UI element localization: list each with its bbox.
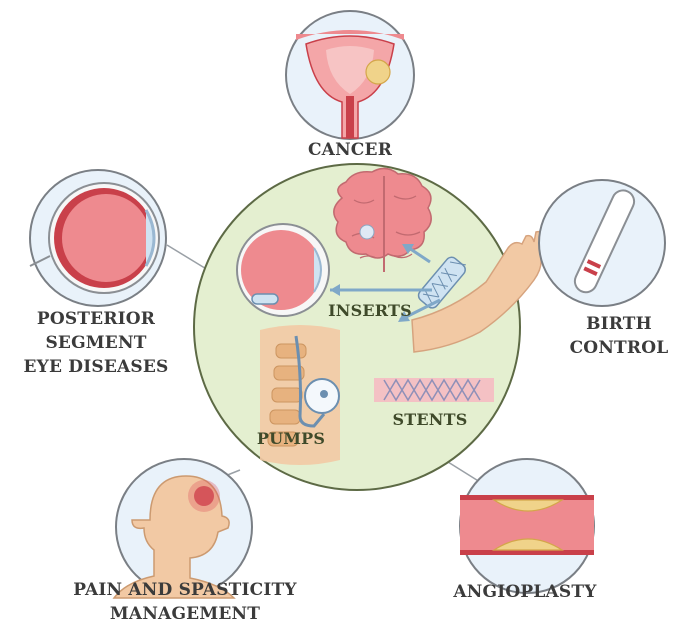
pumps-label: PUMPS xyxy=(246,427,336,451)
pain-label: PAIN AND SPASTICITY MANAGEMENT xyxy=(60,578,310,626)
stent-icon xyxy=(374,378,494,402)
pain-label-line-2: MANAGEMENT xyxy=(60,602,310,626)
eye-diseases-label-line-1: POSTERIOR xyxy=(6,307,186,331)
cancer-circle xyxy=(286,11,414,139)
eye-diseases-label-line-3: EYE DISEASES xyxy=(6,355,186,379)
stents-label: STENTS xyxy=(380,408,480,432)
angioplasty-circle xyxy=(460,459,594,593)
cancer-label: CANCER xyxy=(290,138,410,162)
birth-control-label-line-2: CONTROL xyxy=(565,336,673,360)
eye-circle xyxy=(30,170,166,306)
center-eye-icon xyxy=(237,224,329,316)
angioplasty-label: ANGIOPLASTY xyxy=(420,580,630,604)
birth-control-label: BIRTH CONTROL xyxy=(565,312,673,360)
birth-control-circle xyxy=(539,180,665,306)
eye-diseases-label-line-2: SEGMENT xyxy=(6,331,186,355)
birth-control-label-line-1: BIRTH xyxy=(565,312,673,336)
eye-diseases-label: POSTERIOR SEGMENT EYE DISEASES xyxy=(6,307,186,379)
pain-label-line-1: PAIN AND SPASTICITY xyxy=(60,578,310,602)
inserts-label: INSERTS xyxy=(320,299,420,323)
